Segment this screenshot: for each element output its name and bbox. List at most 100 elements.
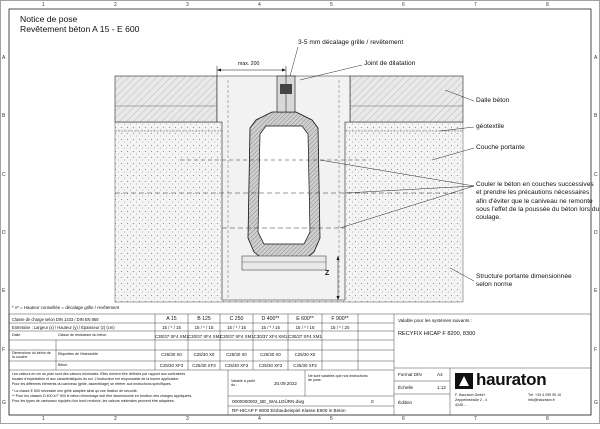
title-block-grid [8, 313, 592, 416]
margin-letter-b-right: B [594, 113, 598, 119]
class-e600: E 600** [296, 316, 314, 322]
instructions-note: Ne sont valables que nos instructions de… [308, 374, 368, 383]
row-slab-sub: Classe de résistance du béton [58, 333, 107, 337]
margin-number-4: 4 [258, 2, 261, 8]
callout-offset: 3-5 mm décalage grille / revêtement [298, 39, 404, 46]
file-name: 0000000002_BE_WALLDÜRN.dwg [232, 399, 305, 404]
table-cell: C25/30 XF3 [258, 363, 283, 368]
row-concrete-label: Dimensions du béton de la couche [12, 351, 51, 360]
table-cell: C30/37 XF4 XM1 [288, 334, 322, 339]
row-concrete-sub: Étiquettes de l'étanchéité [58, 352, 99, 356]
margin-number-6: 6 [402, 2, 405, 8]
table-cell: C25/30 X0 [226, 352, 247, 357]
file-version: 0 [371, 399, 374, 404]
format-value: A4 [437, 372, 443, 377]
row-beton-sub: Béton [58, 363, 68, 367]
class-f900: F 900** [331, 316, 349, 322]
table-cell: 15 / * / 15 [227, 325, 246, 330]
table-cell: C30/37 XF4 XM1 [188, 334, 222, 339]
table-cell: C25/30 XF3 [159, 363, 184, 368]
class-d400: D 400** [261, 316, 280, 322]
margin-number-8-bottom: 8 [546, 416, 549, 422]
table-cell: 15 / * / 20 [330, 325, 350, 330]
class-b125: B 125 [197, 316, 211, 322]
scale-label: Échelle [398, 385, 414, 390]
class-c250: C 250 [229, 316, 244, 322]
slab-left [114, 75, 218, 123]
margin-letter-f: F [2, 347, 6, 353]
table-cell: C25/30 X0 [193, 352, 215, 357]
row-slab-label: Dalle [12, 333, 21, 337]
note-line: Pour les différents éléments du caniveau… [12, 382, 172, 386]
callout-structure: Structure portante dimensionnée selon no… [476, 273, 572, 289]
address-line: Zeppelinstraße 2 - 4 [455, 398, 488, 402]
margin-number-5: 5 [330, 2, 333, 8]
margin-letter-f-right: F [594, 347, 598, 353]
margin-number-7-bottom: 7 [474, 416, 477, 422]
valid-from-date: 20.09.2022 [274, 381, 297, 386]
drawing-subtitle: RF-HICAP F 8000 Einbaubeispiel Klasse E6… [232, 408, 346, 413]
row-spacer-label: Entretoise : Largeur (x) / Hauteur (y) /… [12, 325, 115, 330]
margin-number-3: 3 [186, 2, 189, 8]
table-cell: 15 / * / 15 [162, 325, 181, 330]
systems-label: RECYFIX HICAP F 8200, 8300 [398, 331, 476, 337]
note-line: locales d'exploitation et aux caractéris… [12, 377, 180, 381]
page-title: Notice de pose [20, 14, 78, 24]
margin-letter-c-right: C [594, 172, 598, 178]
hauraton-logo-mark [455, 373, 473, 389]
table-cell: 15 / * / 15 [295, 325, 315, 330]
slab-right [349, 75, 464, 123]
z-dimension-label: Z [325, 270, 330, 277]
margin-letter-d: D [2, 230, 6, 236]
callout-slab: Dalle béton [476, 97, 510, 104]
table-cell: C25/30 X0 [260, 352, 281, 357]
margin-letter-a: A [2, 55, 6, 61]
margin-letter-g-right: G [594, 400, 598, 406]
valid-from-label: Valable à partir du : [231, 379, 255, 388]
callout-joint: Joint de dilatation [364, 60, 416, 67]
margin-number-1: 1 [42, 2, 45, 8]
note-line: * La classe E 600 nécessite une grille a… [12, 389, 138, 393]
margin-letter-e: E [2, 288, 6, 294]
hauraton-logo-text: hauraton [476, 370, 547, 389]
note-line: Pour les types de caniveaux équipés d'un… [12, 399, 175, 403]
margin-number-7: 7 [474, 2, 477, 8]
format-label: Format DIN [398, 372, 422, 377]
table-cell: C25/30 X0 [294, 352, 316, 357]
contact-line: info@hauraton.fr [528, 398, 555, 402]
callout-geotextile: géotextile [476, 123, 505, 130]
table-cell: C25/30 X0 [161, 352, 182, 357]
address-line: 4245 ... [455, 403, 467, 407]
note-line: ** Pour les classes D 400 à F 900 le bét… [12, 394, 193, 398]
margin-letter-c: C [2, 172, 6, 178]
callout-base-layer: Couche portante [476, 144, 525, 151]
page-subtitle: Revêtement béton A 15 - E 600 [20, 24, 140, 34]
validity-label: Valable pour les systèmes suivants : [398, 318, 472, 323]
table-cell: C25/30 XF3 [224, 363, 249, 368]
table-cell: C25/30 XF3 [293, 363, 317, 368]
table-class-label: Classe de charge selon DIN 1433 / DIN EN… [12, 317, 99, 322]
margin-number-6-bottom: 6 [402, 416, 405, 422]
margin-number-8: 8 [546, 2, 549, 8]
table-cell: C25/30 XF3 [192, 363, 216, 368]
margin-letter-b: B [2, 113, 6, 119]
channel-inner [257, 125, 311, 245]
margin-number-1-bottom: 1 [42, 416, 45, 422]
contact-line: Tél. +33 4 299 99 10 [528, 393, 562, 397]
table-cell: 15 / * / 15 [194, 325, 214, 330]
margin-number-3-bottom: 3 [186, 416, 189, 422]
address-line: F. Hauraton GmbH [455, 393, 485, 397]
table-cell: C30/37 XF4 XM1 [155, 334, 189, 339]
margin-number-2-bottom: 2 [114, 416, 117, 422]
scale-value: 1:12 [437, 385, 446, 390]
note-line: Les valeurs en cm du plan sont des valeu… [12, 372, 186, 376]
callout-pour-instructions: Couler le béton en couches successives e… [476, 181, 600, 222]
margin-number-4-bottom: 4 [258, 416, 261, 422]
edition-label: Édition [398, 400, 413, 405]
margin-number-5-bottom: 5 [330, 416, 333, 422]
table-cell: C30/37 XF4 XM1 [220, 334, 254, 339]
table-cell: C30/37 XF4 XM1 [253, 334, 288, 339]
table-cell: 15 / * / 15 [261, 325, 280, 330]
